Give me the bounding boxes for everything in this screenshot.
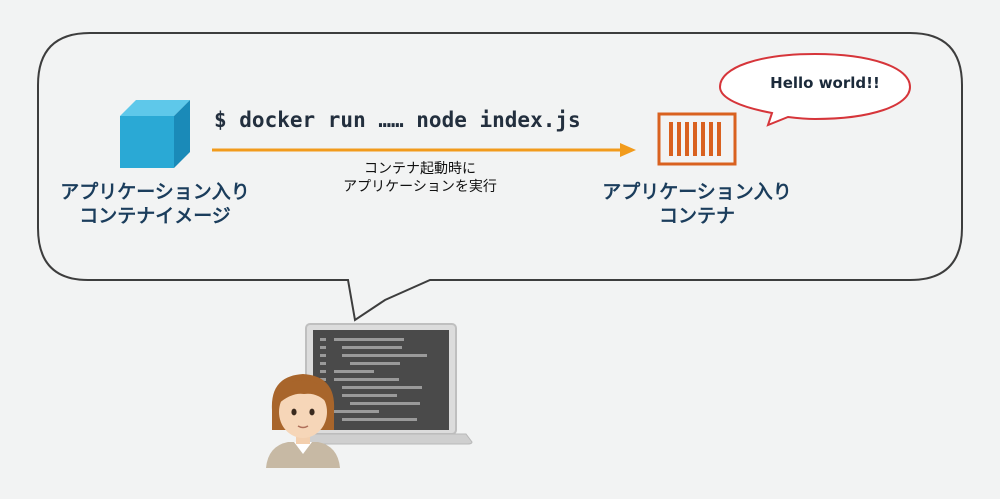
image-label-line-1: アプリケーション入り [60,181,250,203]
laptop-icon [298,323,473,445]
image-label: アプリケーション入り コンテナイメージ [40,180,270,228]
container-icon [657,112,737,166]
container-label-line-2: コンテナ [658,205,735,227]
speech-bubble-hello [718,52,912,127]
arrow [212,143,636,157]
container-label-line-1: アプリケーション入り [602,181,792,203]
container-label: アプリケーション入り コンテナ [581,180,813,228]
arrow-caption: コンテナ起動時に アプリケーションを実行 [300,160,540,196]
cube-icon [120,100,190,168]
arrow-caption-line-2: アプリケーションを実行 [343,179,497,195]
developer-avatar [266,374,340,468]
docker-command: $ docker run …… node index.js [214,108,581,132]
speech-text: Hello world!! [770,74,880,92]
arrow-caption-line-1: コンテナ起動時に [364,161,476,177]
image-label-line-2: コンテナイメージ [79,205,231,227]
